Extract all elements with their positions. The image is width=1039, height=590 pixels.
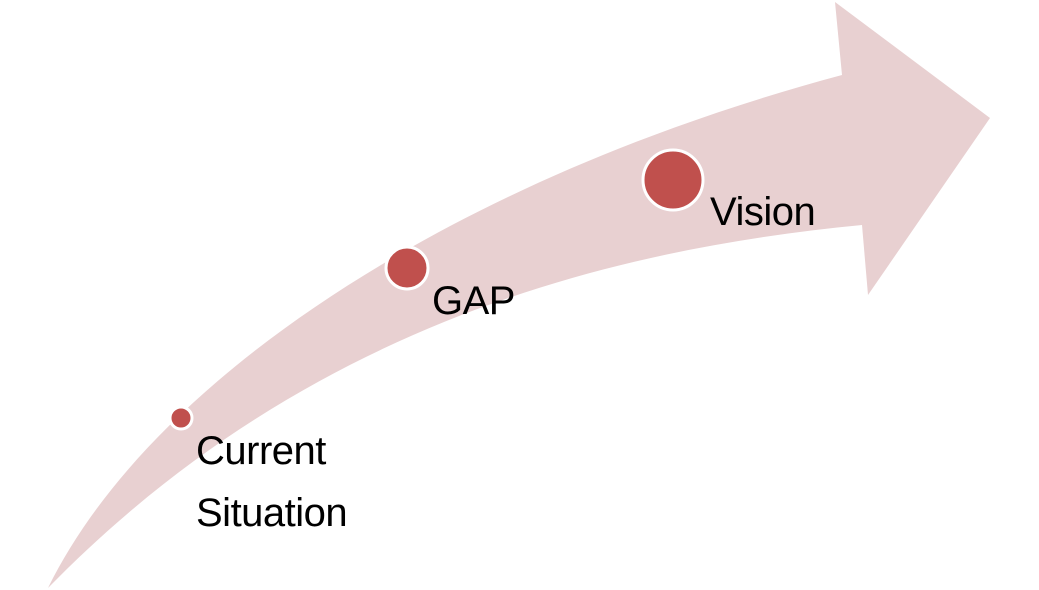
stage-label-gap: GAP — [432, 279, 515, 323]
curved-arrow — [48, 2, 990, 588]
stage-dot-vision — [641, 148, 705, 212]
stage-label-line: Situation — [196, 491, 348, 535]
stage-label-line: Current — [196, 429, 326, 473]
stage-label-vision: Vision — [710, 190, 816, 234]
stage-label-current-situation: Current Situation — [196, 420, 348, 544]
stage-dot-current-situation — [168, 405, 194, 431]
stage-dot-gap — [384, 245, 430, 291]
